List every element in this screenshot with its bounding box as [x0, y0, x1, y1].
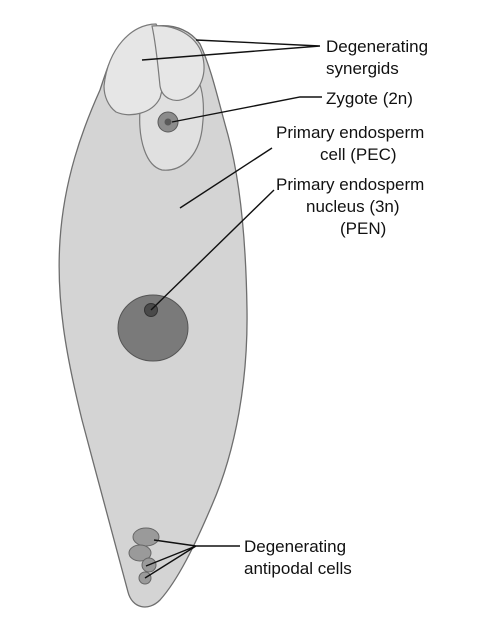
- label-pen-line3: (PEN): [340, 219, 386, 238]
- label-pen-line1: Primary endosperm: [276, 175, 424, 194]
- antipodal-cell-2: [128, 544, 152, 562]
- antipodal-cell-1: [132, 527, 160, 547]
- label-synergids-line1: Degenerating: [326, 37, 428, 56]
- leader-antipodal: [144, 539, 240, 579]
- leader-pec: [179, 147, 273, 209]
- label-pec-line2: cell (PEC): [320, 145, 397, 164]
- label-antipodal-line2: antipodal cells: [244, 559, 352, 578]
- leader-zygote: [171, 96, 322, 123]
- label-zygote: Zygote (2n): [326, 89, 413, 108]
- leader-synergids: [141, 39, 321, 61]
- label-pen-line2: nucleus (3n): [306, 197, 400, 216]
- synergid-left: [103, 23, 166, 116]
- label-synergids-line2: synergids: [326, 59, 399, 78]
- label-antipodal-line1: Degenerating: [244, 537, 346, 556]
- synergid-right: [151, 25, 205, 101]
- leader-pen: [150, 189, 275, 311]
- label-pec-line1: Primary endosperm: [276, 123, 424, 142]
- primary-endosperm-nucleus: [117, 294, 189, 362]
- zygote-nucleolus: [164, 118, 172, 126]
